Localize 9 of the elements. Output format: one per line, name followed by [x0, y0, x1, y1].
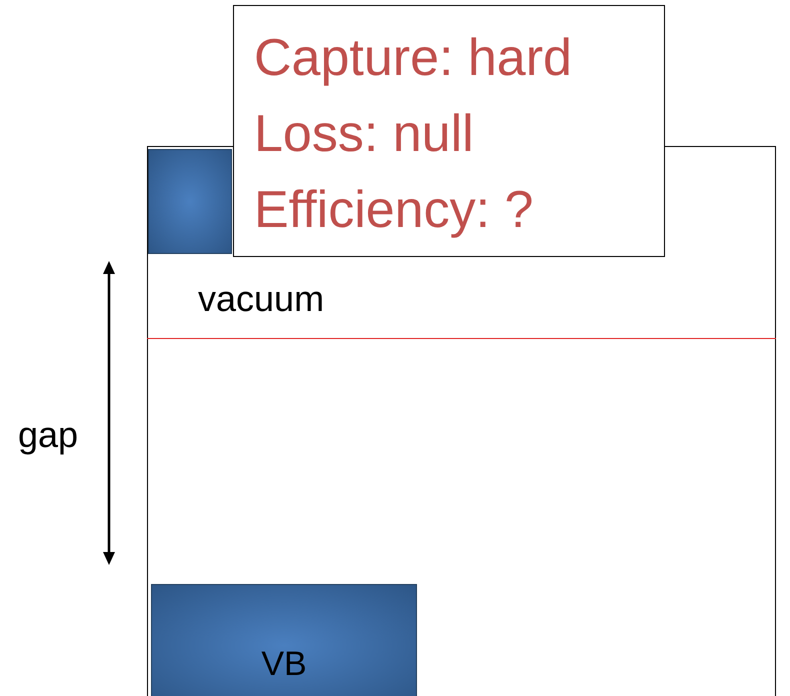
note-box — [233, 5, 665, 257]
note-text: Capture: hard — [254, 28, 573, 89]
band-block — [151, 584, 417, 696]
note-text: Efficiency: ? — [254, 180, 534, 241]
band-label: VB — [261, 645, 307, 684]
level-label: vacuum — [198, 278, 324, 320]
band-block — [148, 149, 232, 254]
note-text: Loss: null — [254, 104, 475, 165]
dimension-label: gap — [18, 414, 78, 456]
